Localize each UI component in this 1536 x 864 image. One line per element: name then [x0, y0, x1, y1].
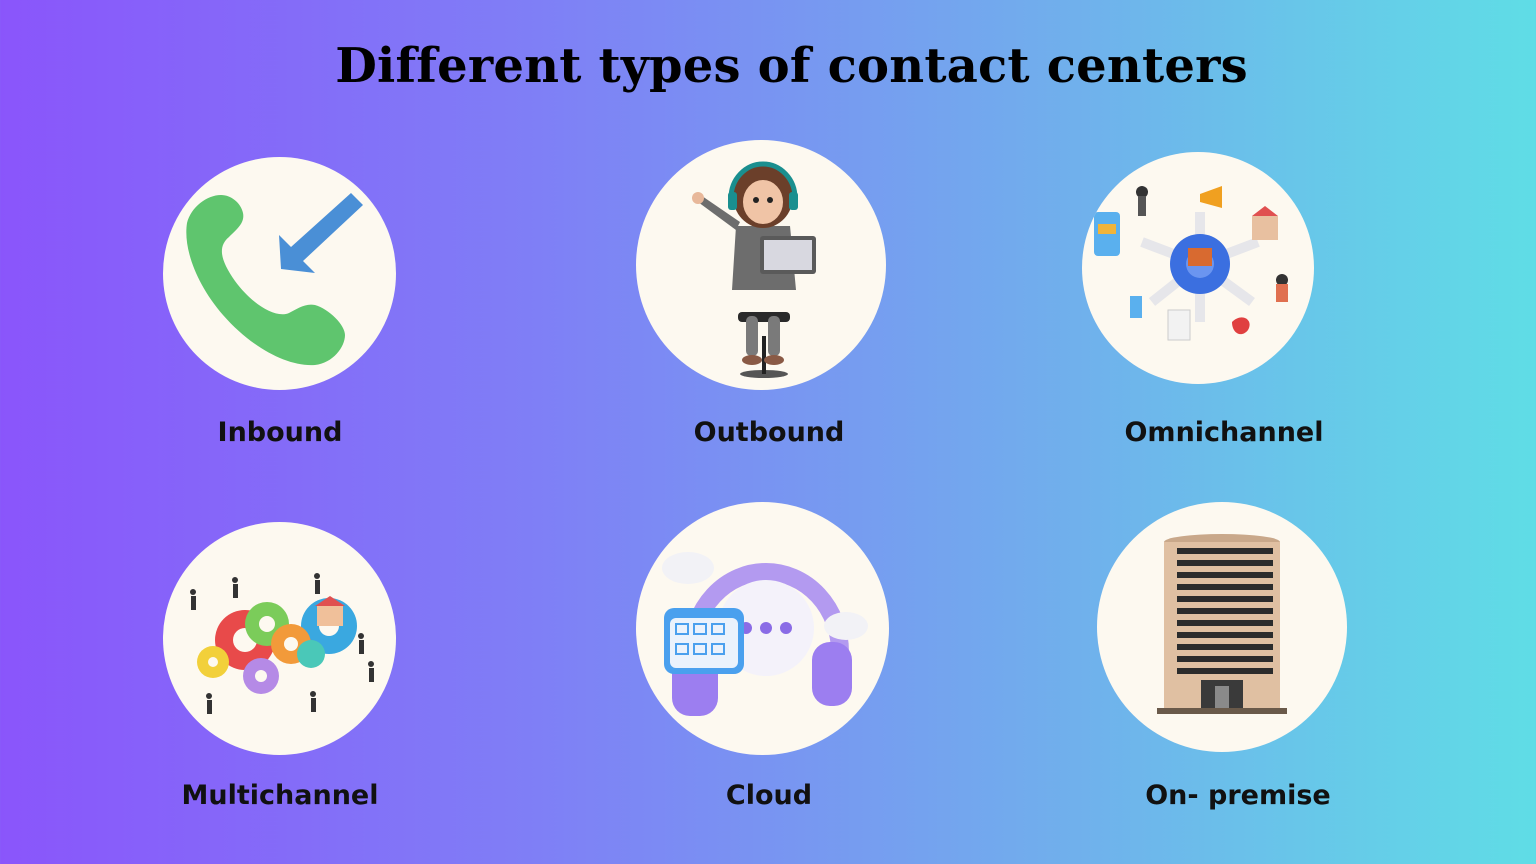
- omnichannel-network-icon: [1094, 186, 1288, 341]
- inbound-label: Inbound: [217, 417, 343, 448]
- omnichannel-card-circle: [1082, 152, 1314, 384]
- inbound-call-icon: [186, 193, 363, 366]
- cloud-headset-icon: [662, 552, 868, 716]
- omnichannel-label: Omnichannel: [1124, 417, 1324, 448]
- on-premise-card-circle: [1097, 502, 1347, 752]
- cloud-card-circle: [636, 502, 889, 755]
- multichannel-gears-icon: [190, 573, 374, 714]
- inbound-card-circle: [163, 157, 396, 390]
- outbound-label: Outbound: [693, 417, 845, 448]
- page-title: Different types of contact centers: [335, 38, 1248, 94]
- multichannel-card-circle: [163, 522, 396, 755]
- office-building-icon: [1157, 534, 1287, 714]
- outbound-card-circle: [636, 140, 886, 390]
- on-premise-label: On- premise: [1145, 780, 1331, 811]
- outbound-agent-icon: [692, 161, 816, 378]
- multichannel-label: Multichannel: [181, 780, 379, 811]
- cloud-label: Cloud: [725, 780, 813, 811]
